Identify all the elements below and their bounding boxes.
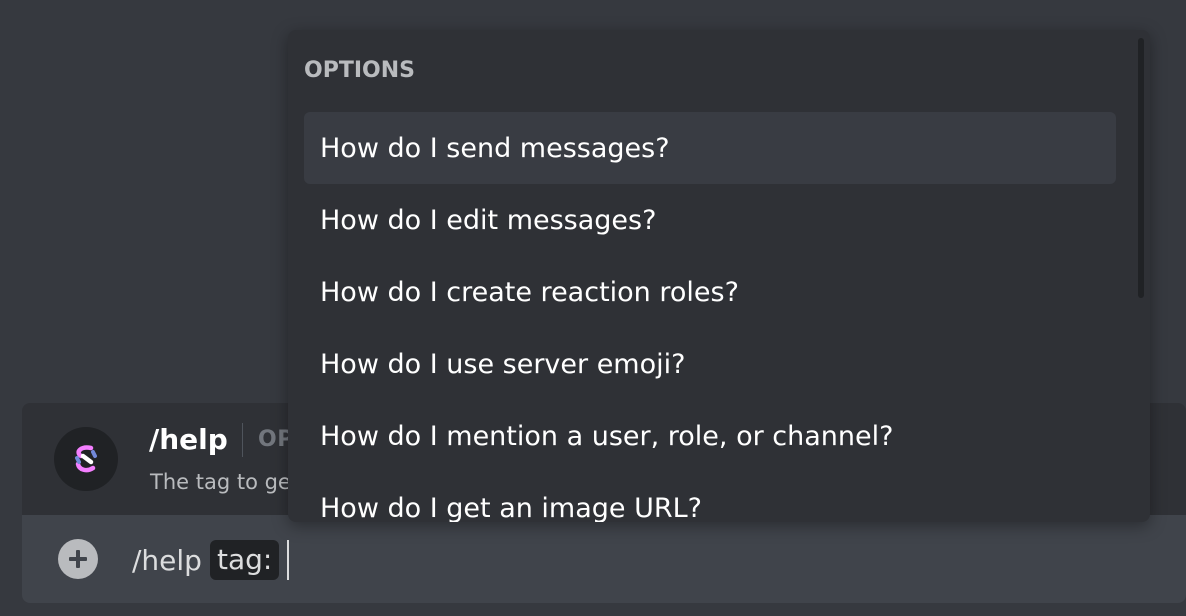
command-name: /help bbox=[149, 423, 228, 456]
options-heading: OPTIONS bbox=[304, 58, 415, 83]
option-item[interactable]: How do I send messages? bbox=[304, 112, 1116, 184]
add-attachment-button[interactable] bbox=[58, 539, 98, 579]
options-popup: OPTIONS How do I send messages? How do I… bbox=[288, 30, 1150, 522]
plus-circle-icon bbox=[69, 550, 87, 568]
command-description: The tag to get bbox=[150, 470, 300, 494]
option-item[interactable]: How do I get an image URL? bbox=[320, 492, 703, 523]
command-separator bbox=[242, 423, 243, 457]
scrollbar-thumb[interactable] bbox=[1138, 38, 1144, 298]
option-item[interactable]: How do I create reaction roles? bbox=[320, 276, 739, 308]
bot-logo-icon bbox=[75, 445, 97, 473]
message-input[interactable]: /help tag: bbox=[132, 539, 290, 581]
option-item[interactable]: How do I edit messages? bbox=[320, 204, 657, 236]
option-item[interactable]: How do I use server emoji? bbox=[320, 348, 686, 380]
options-list: How do I send messages? How do I edit me… bbox=[304, 112, 1116, 522]
bot-avatar[interactable] bbox=[54, 427, 118, 491]
text-caret bbox=[287, 540, 290, 580]
option-item[interactable]: How do I mention a user, role, or channe… bbox=[320, 420, 894, 452]
command-options-label: OP bbox=[258, 427, 294, 452]
options-scrollbar[interactable] bbox=[1138, 38, 1144, 514]
input-command: /help bbox=[132, 543, 202, 577]
message-input-bar[interactable]: /help tag: bbox=[22, 515, 1186, 603]
option-pill-tag[interactable]: tag: bbox=[209, 540, 280, 580]
